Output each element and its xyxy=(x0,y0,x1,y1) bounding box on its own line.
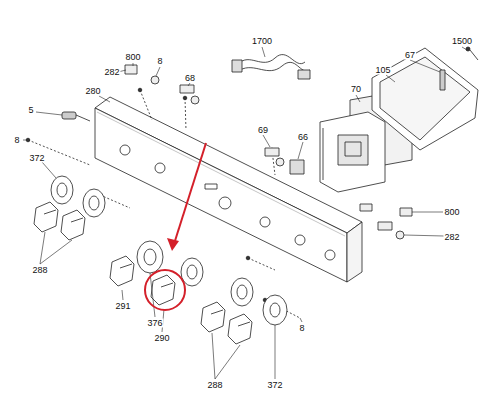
callout-number: 282 xyxy=(443,233,460,242)
callout-number: 66 xyxy=(297,133,309,142)
mounting-clips xyxy=(125,65,412,239)
callout-number: 8 xyxy=(298,324,305,333)
relay-part xyxy=(290,160,304,174)
callout-number: 1700 xyxy=(251,37,273,46)
screws xyxy=(28,90,300,318)
callout-number: 372 xyxy=(28,154,45,163)
callout-number: 288 xyxy=(31,266,48,275)
wire-harness xyxy=(232,55,310,79)
callout-number: 68 xyxy=(184,74,196,83)
callout-number: 372 xyxy=(266,381,283,390)
callout-number: 376 xyxy=(146,319,163,328)
callout-number: 1500 xyxy=(451,37,473,46)
callout-number: 800 xyxy=(443,208,460,217)
callout-number: 291 xyxy=(114,302,131,311)
knob-bezels xyxy=(51,176,287,325)
control-knobs xyxy=(34,202,252,344)
indicator-light xyxy=(62,112,90,121)
callout-number: 5 xyxy=(27,106,34,115)
callout-number: 282 xyxy=(103,68,120,77)
callout-number: 8 xyxy=(156,57,163,66)
leader-lines xyxy=(23,47,467,379)
callout-number: 290 xyxy=(153,334,170,343)
callout-number: 105 xyxy=(374,66,391,75)
screw-heads xyxy=(26,88,274,302)
circuit-board xyxy=(372,47,478,150)
callout-number: 8 xyxy=(13,136,20,145)
callout-number: 800 xyxy=(124,53,141,62)
callout-number: 69 xyxy=(257,126,269,135)
callout-number: 288 xyxy=(206,381,223,390)
callout-number: 70 xyxy=(350,85,362,94)
callout-number: 67 xyxy=(404,51,416,60)
highlight xyxy=(145,143,206,310)
callout-number: 280 xyxy=(84,87,101,96)
